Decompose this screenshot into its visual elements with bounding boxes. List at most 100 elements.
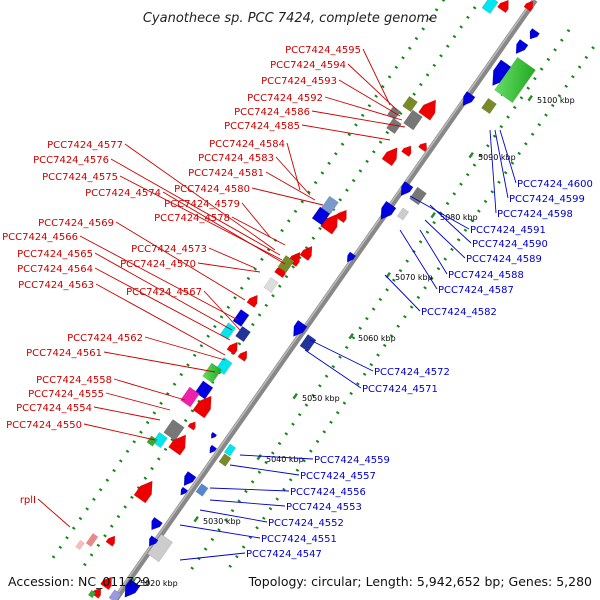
track-dot [405,259,410,263]
track-dot [439,54,443,58]
gene-label: PCC7424_4564 [17,264,93,275]
track-dot [166,392,170,396]
track-dot [369,362,374,367]
gene-label: PCC7424_4580 [174,184,250,195]
gene-label: PCC7424_4589 [466,254,542,265]
gene-shape [75,539,85,551]
forward-gene [192,395,212,419]
track-dot [322,430,327,434]
gene-label: PCC7424_4586 [234,107,310,118]
gene-label: PCC7424_4559 [314,455,390,466]
track-dot [318,226,322,231]
track-dot [428,17,432,22]
label-leader-lines [37,48,517,561]
leader-line [179,552,246,561]
track-dot [230,508,235,513]
track-dot [338,355,342,359]
gene-shape [152,431,168,449]
track-dot [553,48,557,52]
forward-gene [235,325,251,343]
forward-gene [287,251,301,267]
leader-line [103,351,216,373]
track-dot [472,6,477,10]
track-dot [291,422,295,426]
gene-shape [287,251,301,267]
gene-shape [418,142,428,152]
reverse-gene [183,471,197,487]
track-dot [78,516,83,521]
leader-line [419,229,448,275]
gene-shape [195,483,209,497]
leader-line [113,378,186,401]
forward-gene [321,195,339,215]
track-dot [275,497,280,501]
gene-shape [235,325,251,343]
track-dot [159,401,163,406]
gene-label: PCC7424_4554 [16,403,92,414]
track-dot [486,144,490,148]
gene-shape [108,589,122,600]
ruler-tick [193,515,199,523]
leader-line [179,524,261,539]
leader-line [347,63,398,111]
track-dot [311,393,315,398]
reverse-gene [293,319,308,337]
track-dot [403,314,407,319]
track-dot [409,305,414,309]
track-dot [470,218,474,223]
track-dot [347,132,352,137]
track-dot [530,132,535,136]
gene-label: PCC7424_4561 [26,348,102,359]
forward-gene [246,294,258,308]
track-dot [425,73,430,77]
gene-label: PCC7424_4558 [36,375,112,386]
gene-shape [192,395,212,419]
gene-shape [183,471,197,487]
gene-shape [232,309,250,327]
gene-shape [409,186,427,206]
gene-shape [396,207,410,221]
leader-line [229,464,300,476]
track-dot [125,449,130,454]
forward-gene [163,419,185,441]
track-dot [143,476,148,480]
reverse-gene [108,589,122,600]
gene-label: PCC7424_4585 [224,121,300,132]
track-dot [118,459,123,463]
gene-shape [311,206,331,226]
track-dot [421,27,425,31]
track-dot [396,324,400,328]
track-dot [503,170,508,175]
track-dot [280,228,284,233]
track-dot [463,228,468,232]
forward-gene [418,142,428,152]
track-dot [490,190,495,194]
gene-label: PCC7424_4570 [120,259,196,270]
track-dot [566,28,571,33]
track-dot [465,172,470,177]
leader-line [399,229,438,290]
ruler-tick-label: 5100 kbp [537,96,575,105]
gene-shape [246,294,258,308]
gene-shape [146,435,158,447]
track-dot [190,566,194,570]
track-dot [564,84,568,88]
track-dot [260,257,264,262]
track-dot [445,44,450,48]
track-dot [591,46,595,50]
track-dot [559,38,564,42]
track-dot [456,238,461,242]
track-dot [537,122,542,127]
forward-gene [180,386,200,408]
track-dot [257,313,262,317]
track-dot [65,536,69,540]
leader-line [362,48,391,106]
leader-line [83,423,156,441]
track-dot [295,468,300,472]
track-dot [358,326,362,330]
track-dot [116,514,121,519]
track-dot [376,353,380,357]
ruler-tick-label: 5080 kbp [440,213,478,222]
forward-gene [100,576,112,591]
